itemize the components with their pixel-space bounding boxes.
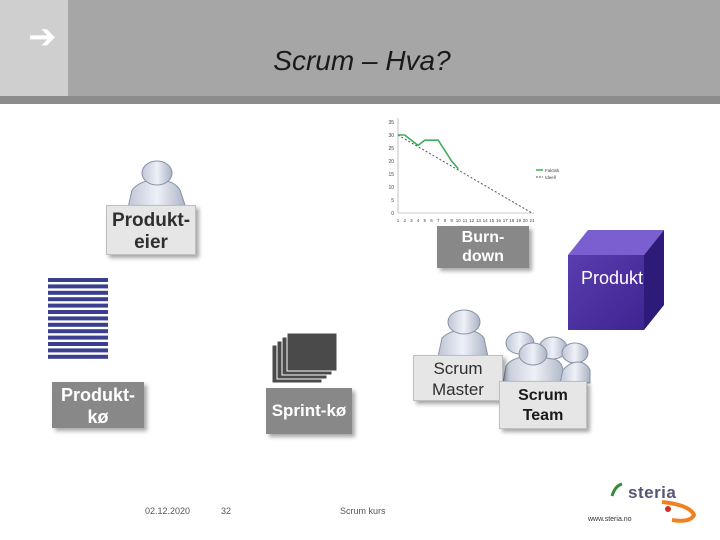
chart-x-tick: 18 xyxy=(509,218,515,223)
backlog-item xyxy=(48,335,108,340)
arrow-icon: ➔ xyxy=(28,18,57,56)
scrum-master-label: Scrum Master xyxy=(413,355,503,401)
chart-x-tick: 13 xyxy=(476,218,482,223)
chart-y-tick: 20 xyxy=(388,159,394,165)
chart-x-tick: 4 xyxy=(417,218,420,223)
backlog-item xyxy=(48,284,108,289)
scrum-master-figure xyxy=(437,309,489,358)
steria-logo-text: steria xyxy=(628,483,677,502)
product-backlog-stack xyxy=(48,278,108,359)
product-owner-label: Produkt- eier xyxy=(106,205,196,255)
chart-x-tick: 1 xyxy=(397,218,400,223)
footer-document-name: Scrum kurs xyxy=(340,506,386,516)
chart-x-tick: 14 xyxy=(483,218,489,223)
footer-page-number: 32 xyxy=(221,506,232,516)
chart-x-tick: 7 xyxy=(437,218,440,223)
product-backlog-label: Produkt- kø xyxy=(52,382,144,428)
product-cube xyxy=(568,230,664,330)
legend-label-actual: Faktisk xyxy=(545,168,560,173)
sprint-backlog-stack xyxy=(271,332,338,384)
chart-y-tick: 30 xyxy=(388,133,394,139)
chart-x-tick: 9 xyxy=(450,218,453,223)
header-bar xyxy=(0,0,720,104)
backlog-item xyxy=(48,329,108,334)
chart-y-tick: 10 xyxy=(388,185,394,191)
slide-title: Scrum – Hva? xyxy=(273,45,451,76)
backlog-item xyxy=(48,348,108,353)
steria-logo-icon xyxy=(610,482,697,523)
scrum-team-label: Scrum Team xyxy=(499,381,587,429)
header-left-panel xyxy=(0,0,68,104)
chart-x-tick: 12 xyxy=(469,218,475,223)
chart-x-tick: 10 xyxy=(456,218,462,223)
backlog-item xyxy=(48,342,108,346)
sprint-backlog-label: Sprint-kø xyxy=(266,388,352,434)
backlog-item xyxy=(48,322,108,327)
chart-y-tick: 5 xyxy=(391,198,394,204)
chart-series-ideal xyxy=(397,134,533,214)
chart-y-tick: 25 xyxy=(388,146,394,152)
chart-x-tick: 21 xyxy=(529,218,535,223)
chart-x-tick: 2 xyxy=(403,218,406,223)
scrum-team-figures xyxy=(502,331,591,384)
backlog-item xyxy=(48,316,108,321)
burndown-label: Burn- down xyxy=(437,226,529,268)
chart-x-tick: 15 xyxy=(489,218,495,223)
chart-x-tick: 5 xyxy=(424,218,427,223)
chart-x-tick: 8 xyxy=(444,218,447,223)
chart-x-tick: 3 xyxy=(410,218,413,223)
chart-y-tick: 15 xyxy=(388,172,394,178)
product-owner-figure xyxy=(127,160,187,209)
backlog-item xyxy=(48,290,108,295)
backlog-item xyxy=(48,278,108,282)
chart-x-tick: 16 xyxy=(496,218,502,223)
chart-y-tick: 0 xyxy=(391,211,394,217)
chart-x-tick: 6 xyxy=(430,218,433,223)
chart-x-tick: 17 xyxy=(503,218,509,223)
backlog-item xyxy=(48,297,108,302)
footer-date: 02.12.2020 xyxy=(145,506,191,516)
backlog-item xyxy=(48,354,108,359)
chart-x-tick: 11 xyxy=(463,218,468,223)
backlog-item xyxy=(48,310,108,314)
product-label: Produkt xyxy=(580,268,644,288)
steria-url: www.steria.no xyxy=(588,516,632,523)
header-band xyxy=(0,96,720,104)
backlog-item xyxy=(48,303,108,308)
chart-y-tick: 35 xyxy=(388,120,394,126)
chart-series-actual xyxy=(398,134,459,170)
legend-label-ideal: Ideell xyxy=(545,175,556,180)
chart-x-tick: 20 xyxy=(523,218,529,223)
chart-x-tick: 19 xyxy=(516,218,522,223)
